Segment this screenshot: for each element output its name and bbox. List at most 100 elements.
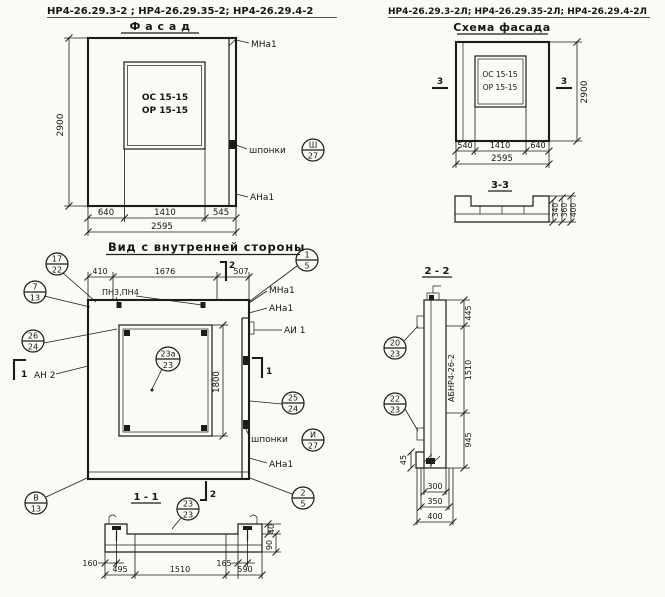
svg-text:5: 5 bbox=[300, 500, 305, 509]
section-3-3-dims: 340 360 400 bbox=[549, 192, 578, 226]
svg-text:24: 24 bbox=[288, 405, 298, 414]
svg-text:27: 27 bbox=[308, 442, 318, 451]
callout-26-24: 26 24 bbox=[21, 328, 118, 353]
svg-text:23: 23 bbox=[183, 511, 193, 520]
svg-text:360: 360 bbox=[560, 203, 569, 218]
section-2-2: 2 - 2 20 23 22 23 bbox=[383, 266, 473, 526]
window-mark-2: ОР 15-15 bbox=[483, 83, 518, 92]
svg-text:2595: 2595 bbox=[491, 154, 513, 164]
pn-label: ПН3,ПН4 bbox=[102, 288, 206, 308]
svg-text:2900: 2900 bbox=[580, 80, 590, 103]
key-mark bbox=[229, 140, 236, 149]
mark-mna1: МНа1 bbox=[251, 40, 277, 50]
svg-text:20: 20 bbox=[390, 339, 400, 348]
svg-text:495: 495 bbox=[112, 565, 127, 574]
facade-right-labels: МНа1 шпонки Ш 27 АНа1 bbox=[235, 39, 325, 203]
svg-text:1: 1 bbox=[266, 367, 272, 377]
mark-ai1: АИ 1 bbox=[284, 326, 305, 336]
svg-text:2: 2 bbox=[229, 261, 235, 271]
mark-ana1-bottom: АНа1 bbox=[248, 457, 293, 470]
section-3-3: 3-3 340 360 400 bbox=[454, 180, 578, 226]
callout-23-23: 23 23 bbox=[171, 497, 200, 530]
svg-text:400: 400 bbox=[569, 203, 578, 218]
svg-text:40: 40 bbox=[267, 524, 276, 534]
inner-dim-window-height: 1800 bbox=[212, 321, 228, 440]
svg-text:640: 640 bbox=[530, 141, 545, 150]
facade-codes: НР4-26.29.3-2 ; НР4-26.29.35-2; НР4-26.2… bbox=[47, 6, 313, 17]
facade-dim-height: 2900 bbox=[56, 34, 88, 210]
section-2-2-dims-right: 445 1510 945 45 bbox=[399, 296, 473, 472]
callout-keys-inner: И 27 bbox=[301, 428, 325, 452]
window-mark-1: ОС 15-15 bbox=[142, 93, 188, 103]
inner-keys-label: шпонки И 27 bbox=[245, 428, 325, 452]
inner-window bbox=[118, 324, 213, 437]
inner-panel bbox=[86, 298, 255, 481]
facade-panel bbox=[86, 36, 238, 208]
svg-text:17: 17 bbox=[52, 255, 62, 264]
section-1-1-title: 1 - 1 bbox=[133, 492, 158, 503]
callout-v-13: В 13 bbox=[24, 477, 88, 515]
section-3-3-title: 3-3 bbox=[491, 180, 509, 191]
section-1-1-profile bbox=[104, 514, 263, 553]
callout-1-5: 1 5 bbox=[249, 248, 319, 302]
facade-dims-bottom: 640 1410 545 2595 bbox=[84, 149, 240, 236]
svg-text:шпонки: шпонки bbox=[251, 435, 288, 445]
svg-text:23: 23 bbox=[390, 406, 400, 415]
svg-text:13: 13 bbox=[30, 294, 40, 303]
mark-an2: АН 2 bbox=[34, 365, 89, 381]
callout-17-22: 17 22 bbox=[45, 252, 97, 303]
svg-text:1800: 1800 bbox=[212, 371, 222, 393]
facade-view: НР4-26.29.3-2 ; НР4-26.29.35-2; НР4-26.2… bbox=[47, 6, 337, 236]
svg-text:400: 400 bbox=[427, 512, 442, 521]
svg-text:1510: 1510 bbox=[464, 360, 473, 380]
svg-text:1410: 1410 bbox=[154, 208, 176, 218]
svg-text:25: 25 bbox=[288, 394, 298, 403]
section-3-mark-right: 3 bbox=[561, 77, 567, 87]
svg-text:945: 945 bbox=[464, 432, 473, 447]
inner-dims-top: 410 1676 507 bbox=[84, 267, 253, 300]
mark-ana1: АНа1 bbox=[250, 193, 274, 203]
svg-text:22: 22 bbox=[390, 395, 400, 404]
svg-text:410: 410 bbox=[92, 267, 107, 276]
window-mark-1: ОС 15-15 bbox=[482, 70, 518, 79]
svg-text:350: 350 bbox=[427, 497, 442, 506]
svg-text:24: 24 bbox=[28, 343, 38, 352]
block-mark-label: АБНР4-26-2 bbox=[447, 354, 456, 402]
scheme-view: НР4-26.29.3-2Л; НР4-26.29.35-2Л; НР4-26.… bbox=[388, 7, 650, 226]
section-3-3-profile bbox=[454, 195, 550, 223]
inner-title: Вид с внутренней стороны bbox=[108, 240, 305, 254]
svg-text:Ш: Ш bbox=[309, 141, 318, 150]
svg-text:7: 7 bbox=[32, 283, 37, 292]
svg-text:160: 160 bbox=[82, 559, 97, 568]
svg-text:640: 640 bbox=[98, 208, 114, 218]
callout-22-23: 22 23 bbox=[383, 392, 419, 432]
mark-ana1-top: АНа1 bbox=[269, 304, 293, 314]
svg-text:И: И bbox=[310, 431, 316, 440]
svg-text:27: 27 bbox=[308, 152, 318, 161]
window-mark-2: ОР 15-15 bbox=[142, 106, 188, 116]
svg-text:2595: 2595 bbox=[151, 222, 173, 232]
section-1-flag-left: 1 bbox=[12, 358, 27, 380]
svg-text:445: 445 bbox=[464, 305, 473, 320]
section-2-2-dims-bottom: 300 350 400 bbox=[413, 468, 457, 526]
svg-text:АНа1: АНа1 bbox=[269, 460, 293, 470]
scheme-section-marks: 3 3 bbox=[432, 77, 572, 90]
svg-text:23: 23 bbox=[183, 500, 193, 509]
svg-text:1: 1 bbox=[304, 251, 309, 260]
svg-text:22: 22 bbox=[52, 266, 62, 275]
callout-2-5: 2 5 bbox=[249, 477, 315, 510]
svg-text:1510: 1510 bbox=[170, 565, 190, 574]
svg-text:340: 340 bbox=[551, 203, 560, 218]
facade-title: Ф а с а д bbox=[130, 20, 191, 33]
svg-text:23: 23 bbox=[163, 361, 173, 370]
scheme-codes: НР4-26.29.3-2Л; НР4-26.29.35-2Л; НР4-26.… bbox=[388, 7, 647, 17]
svg-text:165: 165 bbox=[216, 559, 231, 568]
svg-text:1410: 1410 bbox=[490, 141, 510, 150]
svg-text:23а: 23а bbox=[160, 350, 175, 359]
svg-text:90: 90 bbox=[265, 540, 274, 550]
section-3-mark-left: 3 bbox=[437, 77, 443, 87]
svg-text:300: 300 bbox=[427, 482, 442, 491]
svg-text:590: 590 bbox=[237, 565, 252, 574]
scheme-title: Схема фасада bbox=[453, 21, 550, 34]
